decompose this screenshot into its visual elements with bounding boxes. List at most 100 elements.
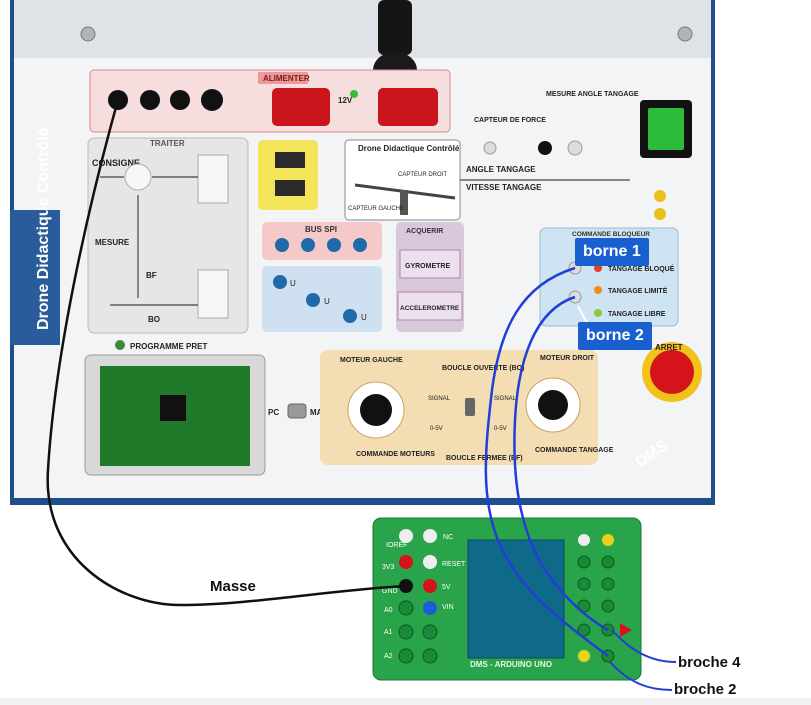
tangage-bloque-label: TANGAGE BLOQUÉ — [608, 264, 675, 273]
pc-manu-switch[interactable] — [287, 403, 307, 419]
red-pointer-marker — [620, 623, 632, 637]
tangage-libre-label: TANGAGE LIBRE — [608, 311, 666, 318]
broche-2-label: broche 2 — [674, 681, 737, 698]
motor-left-connector[interactable] — [275, 152, 305, 168]
mesure-angle-jack[interactable] — [538, 141, 552, 155]
mesure-angle-pot — [567, 140, 583, 156]
v3-label: 3V3 — [382, 564, 395, 571]
supply-12v-connector[interactable] — [272, 88, 330, 126]
jack-broche-4-row[interactable] — [577, 623, 591, 637]
wire-borne1-broche2 — [484, 266, 609, 657]
jack-gnd-3[interactable] — [170, 90, 190, 110]
jack-yellow-1[interactable] — [654, 190, 666, 202]
wire-borne2-broche4 — [513, 295, 609, 632]
borne-2-callout: borne 2 — [578, 322, 652, 350]
led-12v — [350, 90, 358, 98]
jack-5v[interactable] — [423, 579, 437, 593]
spi-jack-2[interactable] — [301, 238, 315, 252]
arduino-footer-label: DMS - ARDUINO UNO — [470, 660, 552, 669]
capteur-gauche-label: CAPTEUR GAUCHE — [348, 206, 404, 212]
gnd-label: GND — [382, 588, 398, 595]
arduino-uno-module — [467, 539, 565, 659]
u-label-1: U — [290, 279, 296, 288]
motor-connectors-zone — [258, 140, 318, 210]
jack-yellow-2[interactable] — [654, 208, 666, 220]
programme-pret-led — [115, 340, 125, 350]
angle-tangage-label: ANGLE TANGAGE — [466, 165, 536, 174]
commande-bloqueur-label: COMMANDE BLOQUEUR — [572, 231, 650, 238]
jack-r6a[interactable] — [578, 650, 590, 662]
uax-jack[interactable] — [306, 293, 320, 307]
tangage-limite-label: TANGAGE LIMITÉ — [608, 286, 668, 295]
spi-jack-4[interactable] — [353, 238, 367, 252]
bo-bf-switch[interactable] — [465, 398, 475, 416]
arret-button[interactable] — [650, 350, 694, 394]
jack-a1[interactable] — [398, 624, 414, 640]
signal-label-right: SIGNAL — [494, 396, 517, 402]
masse-label: Masse — [210, 578, 256, 595]
accelerometre-block — [397, 291, 463, 321]
jack-a2[interactable] — [398, 648, 414, 664]
supply-5v-connector[interactable] — [378, 88, 438, 126]
label-12v: 12V — [338, 96, 353, 105]
bo-label: BO — [148, 315, 160, 324]
jack-nc[interactable] — [423, 529, 437, 543]
jack-gnd-4[interactable] — [201, 89, 223, 111]
jack-r2a[interactable] — [577, 555, 591, 569]
jack-r1b[interactable] — [602, 534, 614, 546]
side-label-band — [10, 210, 60, 345]
bus-spi-zone — [262, 222, 382, 260]
motor-right-knob[interactable] — [538, 390, 568, 420]
controller-block — [197, 154, 229, 204]
jack-r4b[interactable] — [601, 599, 615, 613]
capteur-droit-label: CAPTEUR DROIT — [398, 172, 447, 178]
moteur-gauche-label: MOTEUR GAUCHE — [340, 357, 403, 364]
bus-spi-label: BUS SPI — [305, 225, 337, 234]
jack-a1-b[interactable] — [422, 624, 438, 640]
a1-label: A1 — [384, 629, 393, 636]
mesure-label: MESURE — [95, 238, 130, 247]
mesure-angle-label: MESURE ANGLE TANGAGE — [546, 91, 639, 98]
jack-r3a[interactable] — [577, 577, 591, 591]
jack-ioref-1[interactable] — [399, 529, 413, 543]
jack-vin[interactable] — [423, 601, 437, 615]
capteur-force-label: CAPTEUR DE FORCE — [474, 117, 546, 124]
range-label-right: 0-5V — [494, 426, 507, 432]
motor-command-zone — [320, 350, 598, 465]
jack-reset[interactable] — [423, 555, 437, 569]
broche4-leader — [611, 629, 677, 663]
uay-jack[interactable] — [343, 309, 357, 323]
motor-right-connector[interactable] — [275, 180, 305, 196]
led-bloque — [594, 264, 602, 272]
moteur-droit-label: MOTEUR DROIT — [540, 355, 595, 362]
spi-jack-1[interactable] — [275, 238, 289, 252]
boucle-ouverte-label: BOUCLE OUVERTE (BO) — [442, 365, 524, 372]
commande-moteurs-label: COMMANDE MOTEURS — [356, 451, 435, 458]
jack-r2b[interactable] — [601, 555, 615, 569]
jack-a0[interactable] — [398, 600, 414, 616]
sum-node — [124, 163, 152, 191]
drone-mast — [400, 190, 408, 215]
jack-r3b[interactable] — [601, 577, 615, 591]
drone-title: Drone Didactique Contrôlé — [358, 144, 460, 153]
power-switch[interactable] — [648, 108, 684, 150]
vitesse-tangage-label: VITESSE TANGAGE — [466, 183, 542, 192]
spi-jack-3[interactable] — [327, 238, 341, 252]
borne2-leader — [577, 305, 589, 326]
screw-top-left — [80, 26, 96, 42]
broche-4-label: broche 4 — [678, 654, 741, 671]
uavx-jack[interactable] — [273, 275, 287, 289]
traiter-label: TRAITER — [150, 139, 185, 148]
panel-top-strip — [14, 0, 711, 58]
jack-3v3[interactable] — [399, 555, 413, 569]
vin-label: VIN — [442, 604, 454, 611]
a2-label: A2 — [384, 653, 393, 660]
jack-gnd-2[interactable] — [140, 90, 160, 110]
jack-r1a[interactable] — [578, 534, 590, 546]
capteur-force-jack[interactable] — [483, 141, 497, 155]
jack-a2-b[interactable] — [422, 648, 438, 664]
programme-pret-label: PROGRAMME PRET — [130, 342, 207, 351]
motor-left-knob[interactable] — [360, 394, 392, 426]
reset-label: RESET — [442, 561, 466, 568]
